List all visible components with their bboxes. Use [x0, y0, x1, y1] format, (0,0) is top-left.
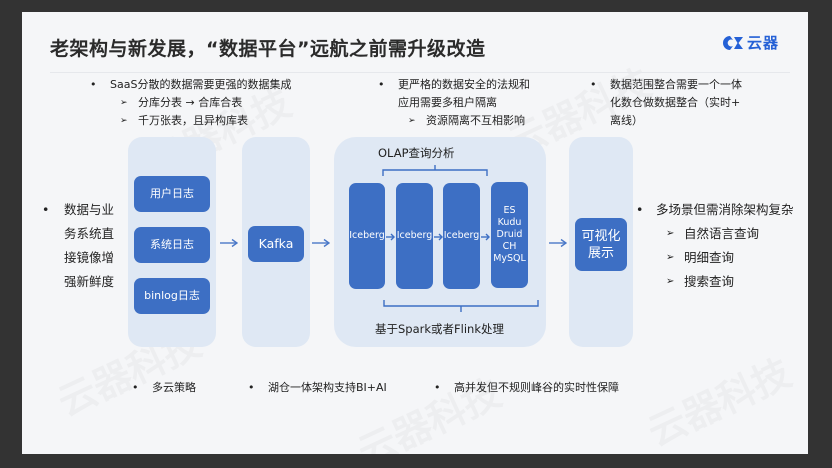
- note-text: 强新鲜度: [64, 274, 115, 289]
- note-text: 多场景但需消除架构复杂: [656, 202, 794, 217]
- bottom-note-multicloud: • 多云策略: [132, 379, 196, 397]
- processing-label: 基于Spark或者Flink处理: [375, 322, 504, 336]
- source-binlog: binlog日志: [134, 278, 210, 314]
- note-text: SaaS分散的数据需要更强的数据集成: [110, 78, 292, 91]
- slide: 云器科技 云器科技 云器科技 云器科技 云器科技 老架构与新发展，“数据平台”远…: [22, 12, 808, 454]
- note-text: 多云策略: [152, 381, 196, 394]
- bottom-bracket-icon: [383, 300, 539, 312]
- note-text: 更严格的数据安全的法规和: [398, 78, 530, 91]
- store-mysql: MySQL: [493, 253, 526, 264]
- arrow-bullet-icon: ➢: [666, 228, 675, 239]
- store-kudu: Kudu: [497, 217, 522, 228]
- store-es: ES: [503, 205, 516, 216]
- olap-label: OLAP查询分析: [378, 146, 455, 160]
- title-divider: [50, 72, 790, 73]
- note-security: • 更严格的数据安全的法规和 应用需要多租户隔离 ➢ 资源隔离不互相影响: [378, 76, 530, 130]
- bullet-icon: •: [434, 381, 441, 394]
- note-text: 数据范围整合需要一个一体: [610, 78, 742, 91]
- bottom-note-concurrency: • 高并发但不规则峰谷的实时性保障: [434, 379, 619, 397]
- arrow-right-icon: [434, 233, 443, 241]
- arrow-bullet-icon: ➢: [666, 276, 675, 287]
- note-text: 应用需要多租户隔离: [398, 96, 497, 109]
- visualization-box: 可视化 展示: [575, 218, 627, 271]
- bullet-icon: •: [90, 78, 97, 91]
- note-text: 化数仓做数据整合（实时+: [610, 96, 741, 109]
- store-druid: Druid: [496, 229, 523, 240]
- bullet-icon: •: [636, 202, 644, 217]
- brand-logo: 云器: [722, 32, 779, 53]
- arrow-right-icon: [220, 238, 238, 248]
- page-title: 老架构与新发展，“数据平台”远航之前需升级改造: [50, 38, 486, 60]
- note-text: 湖仓一体架构支持BI+AI: [268, 381, 387, 394]
- bottom-note-lakehouse: • 湖仓一体架构支持BI+AI: [248, 379, 387, 397]
- note-saas: • SaaS分散的数据需要更强的数据集成 ➢ 分库分表 → 合库合表 ➢ 千万张表，且…: [90, 76, 291, 130]
- source-system-log: 系统日志: [134, 227, 210, 263]
- iceberg-stage-3: Iceberg: [443, 183, 480, 289]
- arrow-bullet-icon: ➢: [120, 98, 128, 108]
- bullet-icon: •: [248, 381, 255, 394]
- watermark: 云器科技: [637, 342, 798, 454]
- bullet-icon: •: [590, 78, 597, 91]
- arrow-bullet-icon: ➢: [408, 116, 416, 126]
- note-sub: 资源隔离不互相影响: [426, 114, 525, 127]
- serving-stores-box: ES Kudu Druid CH MySQL: [491, 182, 528, 288]
- note-freshness: • 数据与业 务系统直 接镜像增 强新鲜度: [42, 198, 114, 294]
- iceberg-stage-1: Iceberg: [349, 183, 385, 289]
- arrow-bullet-icon: ➢: [120, 116, 128, 126]
- arrow-right-icon: [549, 238, 567, 248]
- watermark: 云器科技: [347, 362, 508, 454]
- arrow-bullet-icon: ➢: [666, 252, 675, 263]
- bullet-icon: •: [378, 78, 385, 91]
- bullet-icon: •: [42, 202, 50, 217]
- bullet-icon: •: [132, 381, 139, 394]
- top-bracket-icon: [382, 165, 488, 176]
- note-sub: 搜索查询: [684, 274, 735, 289]
- logo-text: 云器: [747, 34, 780, 52]
- note-sub: 明细查询: [684, 250, 735, 265]
- note-scenarios: • 多场景但需消除架构复杂 ➢ 自然语言查询 ➢ 明细查询 ➢ 搜索查询: [636, 198, 794, 294]
- note-text: 离线）: [610, 114, 643, 127]
- note-sub: 千万张表，且异构库表: [138, 114, 248, 127]
- iceberg-stage-2: Iceberg: [396, 183, 433, 289]
- visualization-label-2: 展示: [587, 245, 614, 261]
- arrow-right-icon: [481, 233, 490, 241]
- source-user-log: 用户日志: [134, 176, 210, 212]
- kafka-box: Kafka: [248, 226, 304, 262]
- visualization-label-1: 可视化: [581, 228, 621, 244]
- note-integration: • 数据范围整合需要一个一体 化数仓做数据整合（实时+ 离线）: [590, 76, 742, 130]
- arrow-right-icon: [312, 238, 330, 248]
- note-sub: 分库分表 → 合库合表: [138, 96, 243, 109]
- cloud-logo-icon: [723, 35, 743, 50]
- note-text: 数据与业: [64, 202, 115, 217]
- store-ch: CH: [502, 241, 517, 252]
- note-text: 务系统直: [64, 226, 115, 241]
- note-sub: 自然语言查询: [684, 226, 760, 241]
- note-text: 接镜像增: [64, 250, 115, 265]
- arrow-right-icon: [386, 233, 395, 241]
- note-text: 高并发但不规则峰谷的实时性保障: [454, 381, 619, 394]
